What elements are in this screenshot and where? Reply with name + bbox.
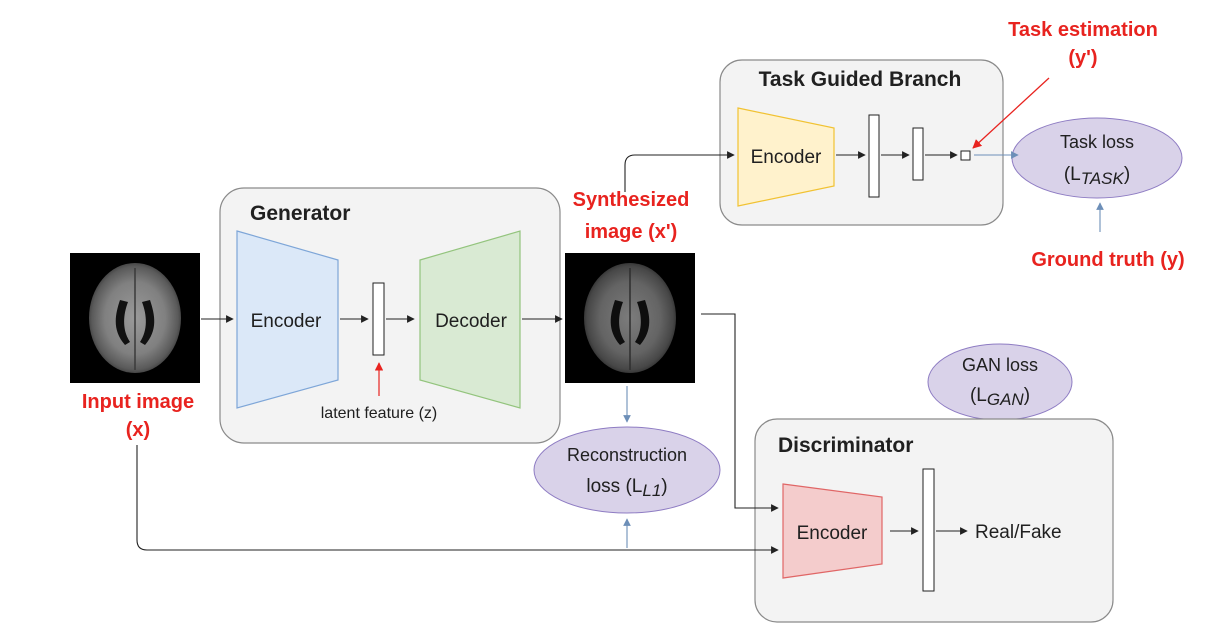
task-branch-encoder-label: Encoder (751, 147, 822, 168)
task-loss-formula: (LTASK) (1064, 164, 1130, 188)
gan-loss-label: GAN loss (962, 355, 1038, 375)
arrow-input-to-discriminator (136, 445, 779, 554)
reconstruction-loss-formula-open: loss (L (586, 476, 642, 497)
discriminator-encoder-label: Encoder (797, 523, 868, 544)
generator-encoder (236, 230, 339, 409)
latent-feature-label: latent feature (z) (321, 405, 438, 422)
arrow-synth-to-task-encoder (624, 151, 735, 192)
task-estimation-label-2: (y') (1068, 47, 1097, 69)
input-image-label-2: (x) (126, 419, 150, 441)
generator-latent-vector (372, 282, 385, 356)
task-branch-feature-2 (912, 127, 924, 181)
gan-loss-formula-close: ) (1024, 385, 1030, 406)
reconstruction-loss-formula-close: ) (661, 476, 667, 497)
discriminator-feature (922, 468, 935, 592)
discriminator-encoder (782, 483, 883, 579)
task-estimation-red-arrow (972, 77, 1050, 149)
task-estimation-label-1: Task estimation (1008, 19, 1158, 41)
generator-title: Generator (250, 202, 350, 225)
gan-loss-subscript: GAN (987, 390, 1025, 409)
input-image-label-1: Input image (82, 391, 194, 413)
reconstruction-loss-label: Reconstruction (567, 445, 687, 465)
generator-decoder (419, 230, 521, 409)
task-branch-feature-1 (868, 114, 880, 198)
task-loss-formula-close: ) (1124, 164, 1130, 185)
generator-decoder-label: Decoder (435, 311, 507, 332)
gan-loss-formula-open: (L (970, 385, 987, 406)
reconstruction-loss-ellipse (533, 426, 721, 514)
task-loss-subscript: TASK (1081, 169, 1125, 188)
task-loss-formula-open: (L (1064, 164, 1081, 185)
discriminator-title: Discriminator (778, 434, 913, 457)
reconstruction-loss-formula: loss (LL1) (586, 476, 667, 500)
synthesized-label-1: Synthesized (573, 189, 690, 211)
task-branch-title: Task Guided Branch (759, 68, 962, 91)
arrow-synth-to-discriminator (701, 313, 779, 512)
ground-truth-label: Ground truth (y) (1031, 249, 1184, 271)
task-branch-encoder (737, 107, 835, 207)
gan-loss-formula: (LGAN) (970, 385, 1030, 409)
generator-encoder-label: Encoder (251, 311, 322, 332)
synthesized-brain-image (565, 253, 695, 383)
task-estimation-output (960, 150, 971, 161)
synthesized-label-2: image (x') (585, 221, 678, 243)
task-loss-label: Task loss (1060, 132, 1134, 152)
discriminator-output-label: Real/Fake (975, 522, 1062, 543)
input-brain-image (70, 253, 200, 383)
reconstruction-loss-subscript: L1 (642, 481, 661, 500)
